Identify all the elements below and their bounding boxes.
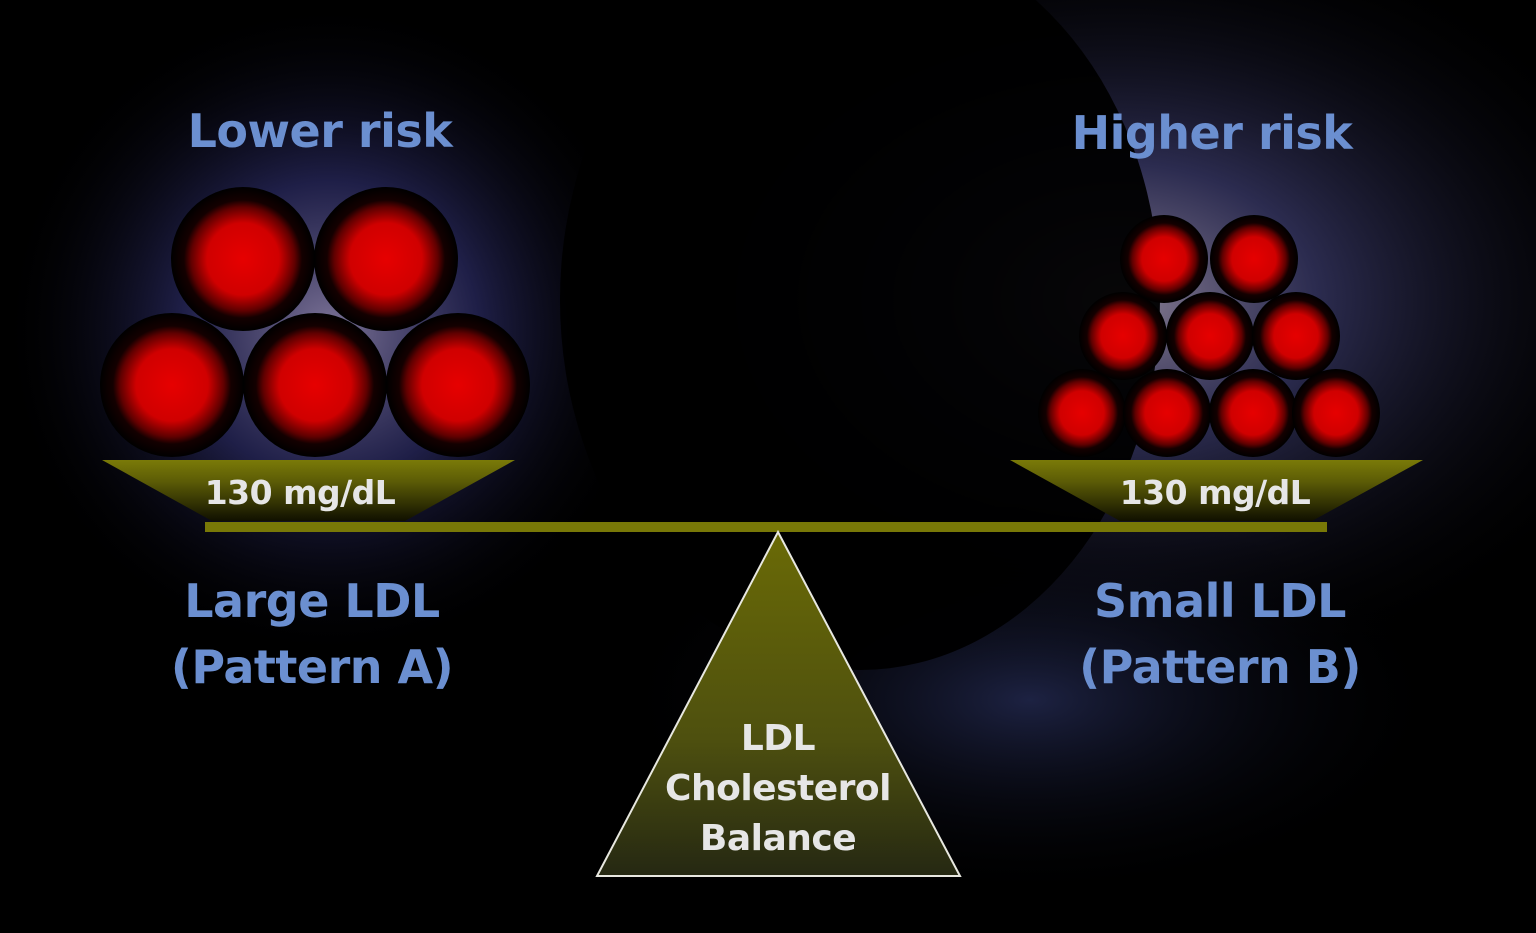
ldl-particle — [243, 313, 387, 457]
ldl-particle — [1038, 369, 1126, 457]
pattern-b-line: (Pattern B) — [1079, 640, 1361, 694]
left-pan — [102, 460, 515, 521]
left-concentration-label: 130 mg/dL — [204, 473, 396, 512]
small-ldl-particles — [1038, 215, 1380, 457]
ldl-particle — [1209, 369, 1297, 457]
right-pan — [1010, 460, 1423, 521]
ldl-particle — [1079, 292, 1167, 380]
ldl-particle — [1120, 215, 1208, 303]
fulcrum-triangle — [595, 529, 962, 877]
small-ldl-line: Small LDL — [1094, 574, 1346, 628]
ldl-particle — [314, 187, 458, 331]
lower-risk-label: Lower risk — [187, 104, 453, 158]
ldl-particle — [1252, 292, 1340, 380]
pattern-a-line: (Pattern A) — [170, 640, 454, 694]
higher-risk-label: Higher risk — [1071, 106, 1353, 160]
fulcrum-line-ldl: LDL — [740, 718, 816, 759]
right-concentration-label: 130 mg/dL — [1119, 473, 1311, 512]
ldl-particle — [1166, 292, 1254, 380]
fulcrum-line-balance: Balance — [699, 818, 857, 859]
ldl-particle — [171, 187, 315, 331]
ldl-particle — [1210, 215, 1298, 303]
large-ldl-title: Large LDL (Pattern A) — [112, 568, 512, 700]
ldl-particle — [1123, 369, 1211, 457]
ldl-particle — [386, 313, 530, 457]
ldl-particle — [100, 313, 244, 457]
fulcrum-label: LDL Cholesterol Balance — [628, 714, 928, 864]
large-ldl-line: Large LDL — [184, 574, 440, 628]
small-ldl-title: Small LDL (Pattern B) — [1020, 568, 1420, 700]
fulcrum-line-cholesterol: Cholesterol — [665, 768, 891, 809]
scale-beam — [205, 522, 1327, 532]
ldl-particle — [1292, 369, 1380, 457]
large-ldl-particles — [100, 187, 530, 457]
